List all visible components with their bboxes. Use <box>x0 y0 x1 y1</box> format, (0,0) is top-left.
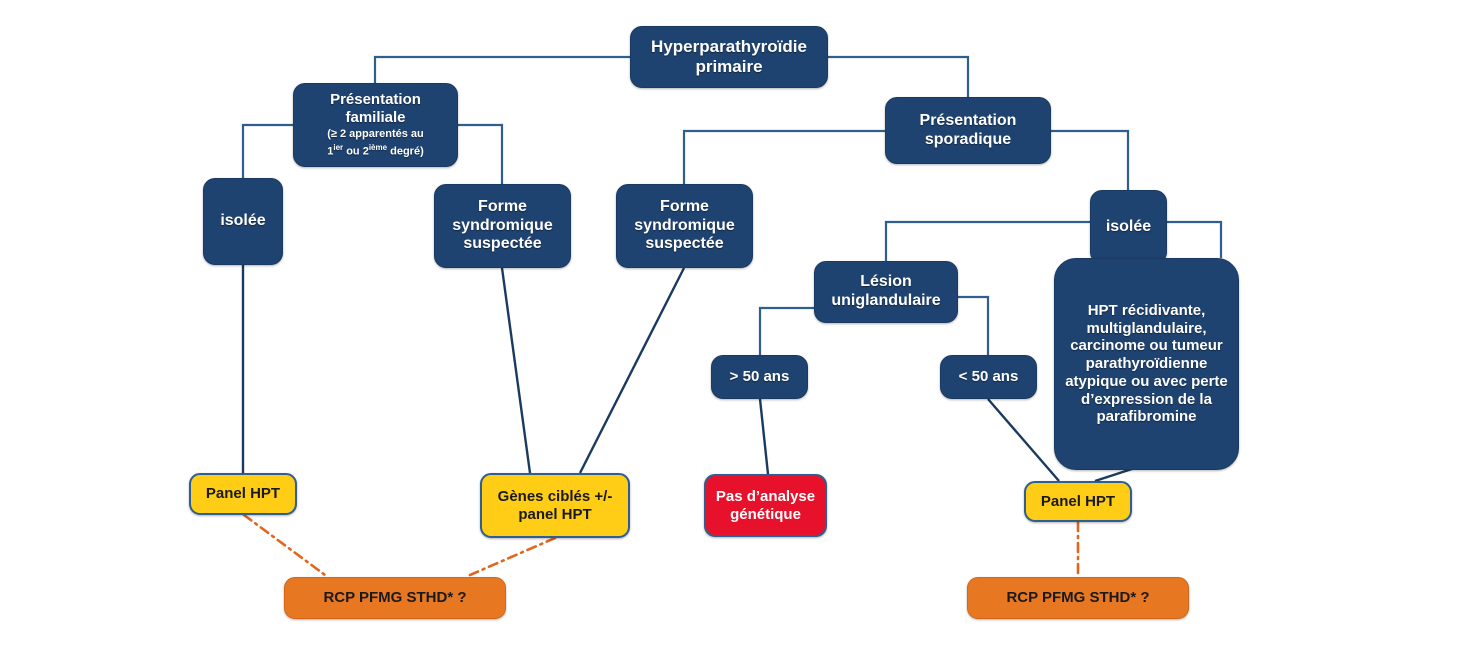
node-hpt-recidivante[interactable]: HPT récidivante, multiglandulaire, carci… <box>1054 258 1239 470</box>
node-panel-hpt-right[interactable]: Panel HPT <box>1024 481 1132 522</box>
edge-sporadique-formesynd <box>682 129 885 184</box>
edge-isoleespo-lesion <box>884 220 1090 261</box>
node-label: Présentation familiale <box>330 91 421 126</box>
node-age-inferieur-50[interactable]: < 50 ans <box>940 355 1037 399</box>
node-forme-syndromique-familiale[interactable]: Forme syndromique suspectée <box>434 184 571 268</box>
node-rcp-pfmg-sthd-left[interactable]: RCP PFMG STHD* ? <box>284 577 506 619</box>
node-label: Panel HPT <box>1040 492 1116 510</box>
edge-ageinf-panel <box>987 398 1060 482</box>
edge-agesup-pasanalyse <box>758 398 770 475</box>
node-label: RCP PFMG STHD* ? <box>323 589 467 607</box>
node-label: Pas d’analyse génétique <box>715 487 816 523</box>
node-lesion-uniglandulaire[interactable]: Lésion uniglandulaire <box>814 261 958 323</box>
node-panel-hpt-left[interactable]: Panel HPT <box>189 473 297 515</box>
node-detail-line-1: (≥ 2 apparentés au <box>327 128 424 141</box>
node-label: Présentation sporadique <box>919 111 1017 148</box>
node-pas-analyse-genetique[interactable]: Pas d’analyse génétique <box>704 474 827 537</box>
edge-isoleespo-hpt <box>1167 220 1223 258</box>
edge-panelleft-rcpleft <box>242 513 327 577</box>
edge-lesion-ageinf <box>958 295 990 355</box>
node-label: Forme syndromique suspectée <box>634 197 735 253</box>
edge-lesion-agesup <box>758 306 814 355</box>
node-label: Panel HPT <box>205 485 281 503</box>
edge-formesyndspo-genes <box>578 267 686 474</box>
node-forme-syndromique-sporadique[interactable]: Forme syndromique suspectée <box>616 184 753 268</box>
node-presentation-familiale[interactable]: Présentation familiale (≥ 2 apparentés a… <box>293 83 458 167</box>
node-age-superieur-50[interactable]: > 50 ans <box>711 355 808 399</box>
edge-formesyndfam-genes <box>500 267 532 474</box>
node-genes-cibles[interactable]: Gènes ciblés +/- panel HPT <box>480 473 630 538</box>
node-presentation-sporadique[interactable]: Présentation sporadique <box>885 97 1051 164</box>
node-label: > 50 ans <box>729 368 790 386</box>
node-label: < 50 ans <box>958 368 1019 386</box>
edge-root-sporadique <box>828 55 970 97</box>
edge-root-familiale <box>373 55 630 83</box>
node-label: Forme syndromique suspectée <box>452 197 553 253</box>
node-label: isolée <box>220 212 266 230</box>
edge-sporadique-isolee <box>1051 129 1130 190</box>
node-detail-line-2: 1ier ou 2ième degré) <box>327 143 424 159</box>
node-label: isolée <box>1105 217 1152 235</box>
node-label: RCP PFMG STHD* ? <box>1006 589 1150 607</box>
node-label: Hyperparathyroïdie primaire <box>651 36 807 76</box>
edge-familiale-isolee <box>241 123 293 178</box>
edge-familiale-formesynd <box>458 123 504 184</box>
node-label: Lésion uniglandulaire <box>831 273 941 309</box>
node-isolee-familiale[interactable]: isolée <box>203 178 283 265</box>
node-label: Gènes ciblés +/- panel HPT <box>497 487 613 523</box>
edge-genes-rcpleft <box>468 536 557 577</box>
node-rcp-pfmg-sthd-right[interactable]: RCP PFMG STHD* ? <box>967 577 1189 619</box>
edge-hpt-panel <box>1094 466 1136 483</box>
node-isolee-sporadique[interactable]: isolée <box>1090 190 1167 264</box>
node-hyperparathyroidie-primaire[interactable]: Hyperparathyroïdie primaire <box>630 26 828 88</box>
node-label: HPT récidivante, multiglandulaire, carci… <box>1065 302 1228 426</box>
